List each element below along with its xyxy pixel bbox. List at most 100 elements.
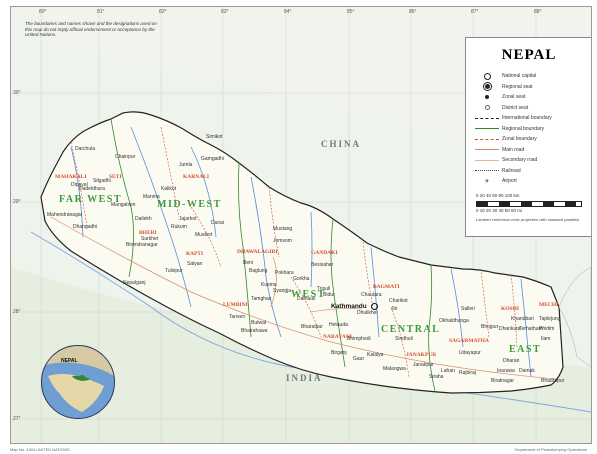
town-label: Gaur xyxy=(353,356,365,362)
town-label: Malangwa xyxy=(383,366,406,372)
nepal-territory xyxy=(40,111,564,394)
legend-label: Main road xyxy=(502,146,525,153)
town-label: Sindhuli xyxy=(395,336,413,342)
capital-name: Kathmandu xyxy=(331,303,367,311)
meridian-label: 82° xyxy=(159,9,167,15)
town-label: Musikot xyxy=(195,232,213,238)
meridian-label: 86° xyxy=(409,9,417,15)
country-label-china: CHINA xyxy=(321,139,362,149)
town-label: Beni xyxy=(243,260,254,266)
town-label: Chautara xyxy=(361,292,382,298)
zone-label-janakpur: JANAKPUR xyxy=(406,352,437,358)
town-label: Inaruwa xyxy=(497,368,515,374)
town-label: Mangalsen xyxy=(111,202,136,208)
regional-boundary-icon xyxy=(472,128,502,130)
town-label: Salleri xyxy=(461,306,475,312)
meridian-label: 85° xyxy=(347,9,355,15)
legend-item: National capital xyxy=(472,71,586,82)
town-label: Jajarkot xyxy=(179,216,197,222)
meridian-label: 80° xyxy=(39,9,47,15)
map-title: NEPAL xyxy=(501,47,557,63)
zone-label-bheri: BHERI xyxy=(139,230,157,236)
regional-seat-icon xyxy=(472,84,502,90)
map-frame: 80° 81° 82° 83° 84° 85° 86° 87° 88° 30° … xyxy=(10,6,592,444)
legend-label: Regional seat xyxy=(502,83,533,90)
zone-label-mechi: MECHI xyxy=(539,302,559,308)
town-label: Chainpur xyxy=(115,154,136,160)
scale-km-label: 0 20 40 60 80 100 km xyxy=(476,192,520,198)
town-label: Khandbari xyxy=(511,316,534,322)
railroad-icon xyxy=(472,170,502,172)
town-label: Besisahar xyxy=(311,262,334,268)
legend-label: Railroad xyxy=(502,167,521,174)
zone-label-narayani: NARAYANI xyxy=(323,334,352,340)
town-label: Bhojpur xyxy=(481,324,499,330)
region-label-far-west: FAR WEST xyxy=(59,194,123,205)
town-label: Rukum xyxy=(171,224,187,230)
meridian-label: 81° xyxy=(97,9,105,15)
town-label: Silgadhi xyxy=(93,178,111,184)
town-label: Syangja xyxy=(273,288,292,294)
legend-item: Main road xyxy=(472,145,586,156)
legend-item: District seat xyxy=(472,103,586,114)
zone-label-mahakali: MAHAKALI xyxy=(55,174,87,180)
town-label: Charikot xyxy=(389,298,408,304)
airport-icon: ✈ xyxy=(484,178,490,185)
town-label: Mahendranagar xyxy=(47,212,83,218)
region-label-mid-west: MID-WEST xyxy=(157,199,222,210)
town-label: Surkhet xyxy=(141,236,159,242)
zonal-seat-icon xyxy=(472,95,502,100)
zone-label-bagmati: BAGMATI xyxy=(373,284,400,290)
zone-label-karnali: KARNALI xyxy=(183,174,209,180)
town-label: Dipayal xyxy=(71,182,88,188)
meridian-label: 88° xyxy=(534,9,542,15)
legend-label: Regional boundary xyxy=(502,125,544,132)
parallel-label: 29° xyxy=(13,199,21,205)
town-label: Bhairahawa xyxy=(241,328,268,334)
footer-left: Map No. 4304 UNITED NATIONS xyxy=(10,447,70,452)
zonal-boundaries xyxy=(70,126,518,378)
town-label: Mustang xyxy=(273,226,293,232)
zone-label-lumbini: LUMBINI xyxy=(223,302,248,308)
meridian-label: 83° xyxy=(221,9,229,15)
legend-item: ✈ Airport xyxy=(472,176,586,187)
town-label: Birganj xyxy=(331,350,347,356)
town-label: Okhaldhunga xyxy=(439,318,469,324)
town-label: Darchula xyxy=(75,146,96,152)
zone-label-dhawalagiri: DHAWALAGIRI xyxy=(237,249,278,255)
region-label-central: CENTRAL xyxy=(381,324,441,335)
scale-bar-graphic xyxy=(476,200,582,207)
town-label: Simikot xyxy=(206,134,223,140)
town-label: Tulsipur xyxy=(165,268,183,274)
town-label: Udayapur xyxy=(459,350,481,356)
legend-label: District seat xyxy=(502,104,529,111)
town-label: Dhulikhel xyxy=(357,310,378,316)
legend-item: Secondary road xyxy=(472,155,586,166)
town-label: Terhathum xyxy=(519,326,543,332)
town-label: Bhadrapur xyxy=(541,378,565,384)
inset-label: NEPAL xyxy=(61,358,78,364)
town-label: Damak xyxy=(519,368,535,374)
zone-label-gandaki: GANDAKI xyxy=(311,250,338,256)
inset-globe-graphic xyxy=(42,346,114,412)
town-label: Kusma xyxy=(261,282,277,288)
town-label: Butwal xyxy=(251,320,267,326)
capital-label-kathmandu[interactable]: Kathmandu xyxy=(331,303,378,311)
parallel-label: 30° xyxy=(13,90,21,96)
legend-item: Regional boundary xyxy=(472,124,586,135)
zonal-boundary-icon xyxy=(472,138,502,140)
map-disclaimer: The boundaries and names shown and the d… xyxy=(25,21,157,38)
town-label: Gamgadhi xyxy=(201,156,225,162)
town-label: Manma xyxy=(143,194,160,200)
town-label: Birendranagar xyxy=(126,242,158,248)
town-label: Siraha xyxy=(429,374,444,380)
town-label: Bhimphedi xyxy=(347,336,371,342)
zone-label-koshi: KOSHI xyxy=(501,306,520,312)
legend-item: Zonal boundary xyxy=(472,134,586,145)
town-label: Bidur xyxy=(323,292,335,298)
town-label: Dunai xyxy=(211,220,225,226)
town-label: Dailekh xyxy=(135,216,152,222)
town-label: Nepalganj xyxy=(123,280,146,286)
parallel-label: 27° xyxy=(13,416,21,422)
legend-label: Airport xyxy=(502,178,517,185)
